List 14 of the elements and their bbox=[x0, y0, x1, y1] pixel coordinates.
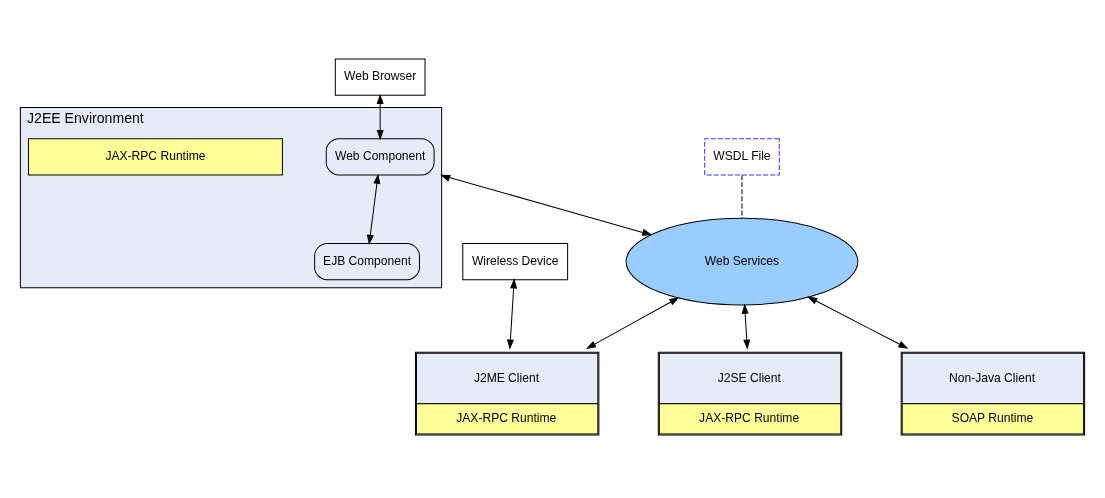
arrow bbox=[440, 174, 653, 236]
arrow bbox=[366, 173, 381, 245]
node-box: Web Component bbox=[325, 138, 435, 176]
node-box: JAX-RPC Runtime bbox=[27, 138, 283, 176]
node-box: WSDL File bbox=[704, 138, 780, 176]
arrow bbox=[376, 93, 384, 141]
arrow bbox=[586, 297, 680, 349]
arrow bbox=[506, 278, 518, 350]
node-box: Web Browser bbox=[334, 58, 426, 96]
arrow bbox=[741, 303, 751, 350]
connector bbox=[741, 174, 743, 219]
arrow bbox=[807, 296, 909, 349]
node-box: EJB Component bbox=[314, 242, 420, 281]
node-box: Wireless Device bbox=[462, 242, 569, 281]
